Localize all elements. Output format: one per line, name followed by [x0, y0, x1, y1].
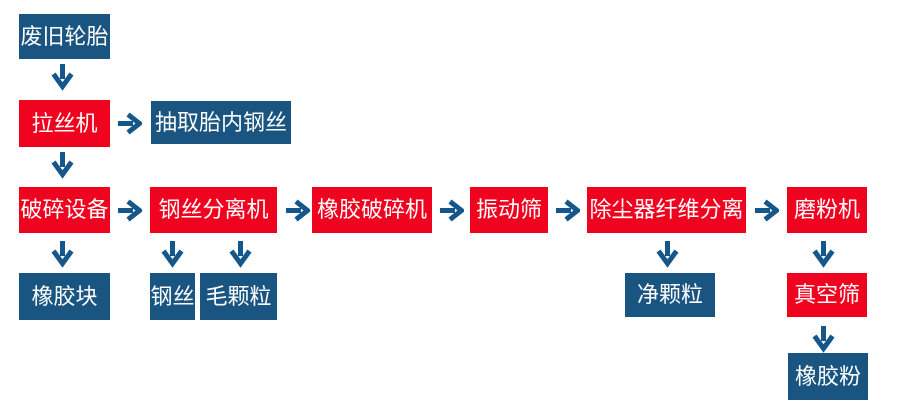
arrow-right-icon [286, 199, 310, 222]
node-extract-tire-steel-wire: 抽取胎内钢丝 [151, 101, 291, 144]
arrow-down-icon [161, 241, 184, 268]
arrow-right-icon [118, 112, 142, 135]
node-rubber-block: 橡胶块 [19, 273, 110, 320]
node-waste-tires: 废旧轮胎 [19, 14, 110, 59]
node-dust-collector-fiber-separation: 除尘器纤维分离 [587, 187, 746, 233]
node-rubber-powder: 橡胶粉 [788, 353, 868, 400]
arrow-right-icon [118, 199, 142, 222]
arrow-down-icon [51, 152, 74, 179]
node-mill: 磨粉机 [787, 187, 867, 233]
arrow-right-icon [440, 199, 464, 222]
arrow-down-icon [51, 64, 74, 91]
node-crushing-equipment: 破碎设备 [19, 187, 110, 233]
node-steel-wire: 钢丝 [150, 273, 195, 320]
arrow-right-icon [755, 199, 779, 222]
arrow-right-icon [556, 199, 580, 222]
arrow-down-icon [812, 326, 835, 353]
node-vacuum-screen: 真空筛 [787, 273, 867, 317]
node-steel-wire-separator: 钢丝分离机 [150, 187, 277, 233]
node-vibrating-screen: 振动筛 [470, 187, 548, 233]
arrow-down-icon [229, 241, 252, 268]
node-wire-drawing-machine: 拉丝机 [19, 100, 110, 147]
node-clean-granule: 净颗粒 [625, 273, 715, 317]
arrow-down-icon [51, 241, 74, 268]
arrow-down-icon [656, 241, 679, 268]
arrow-down-icon [812, 241, 835, 268]
node-rough-granule: 毛颗粒 [200, 273, 277, 320]
node-rubber-crusher: 橡胶破碎机 [312, 187, 432, 233]
